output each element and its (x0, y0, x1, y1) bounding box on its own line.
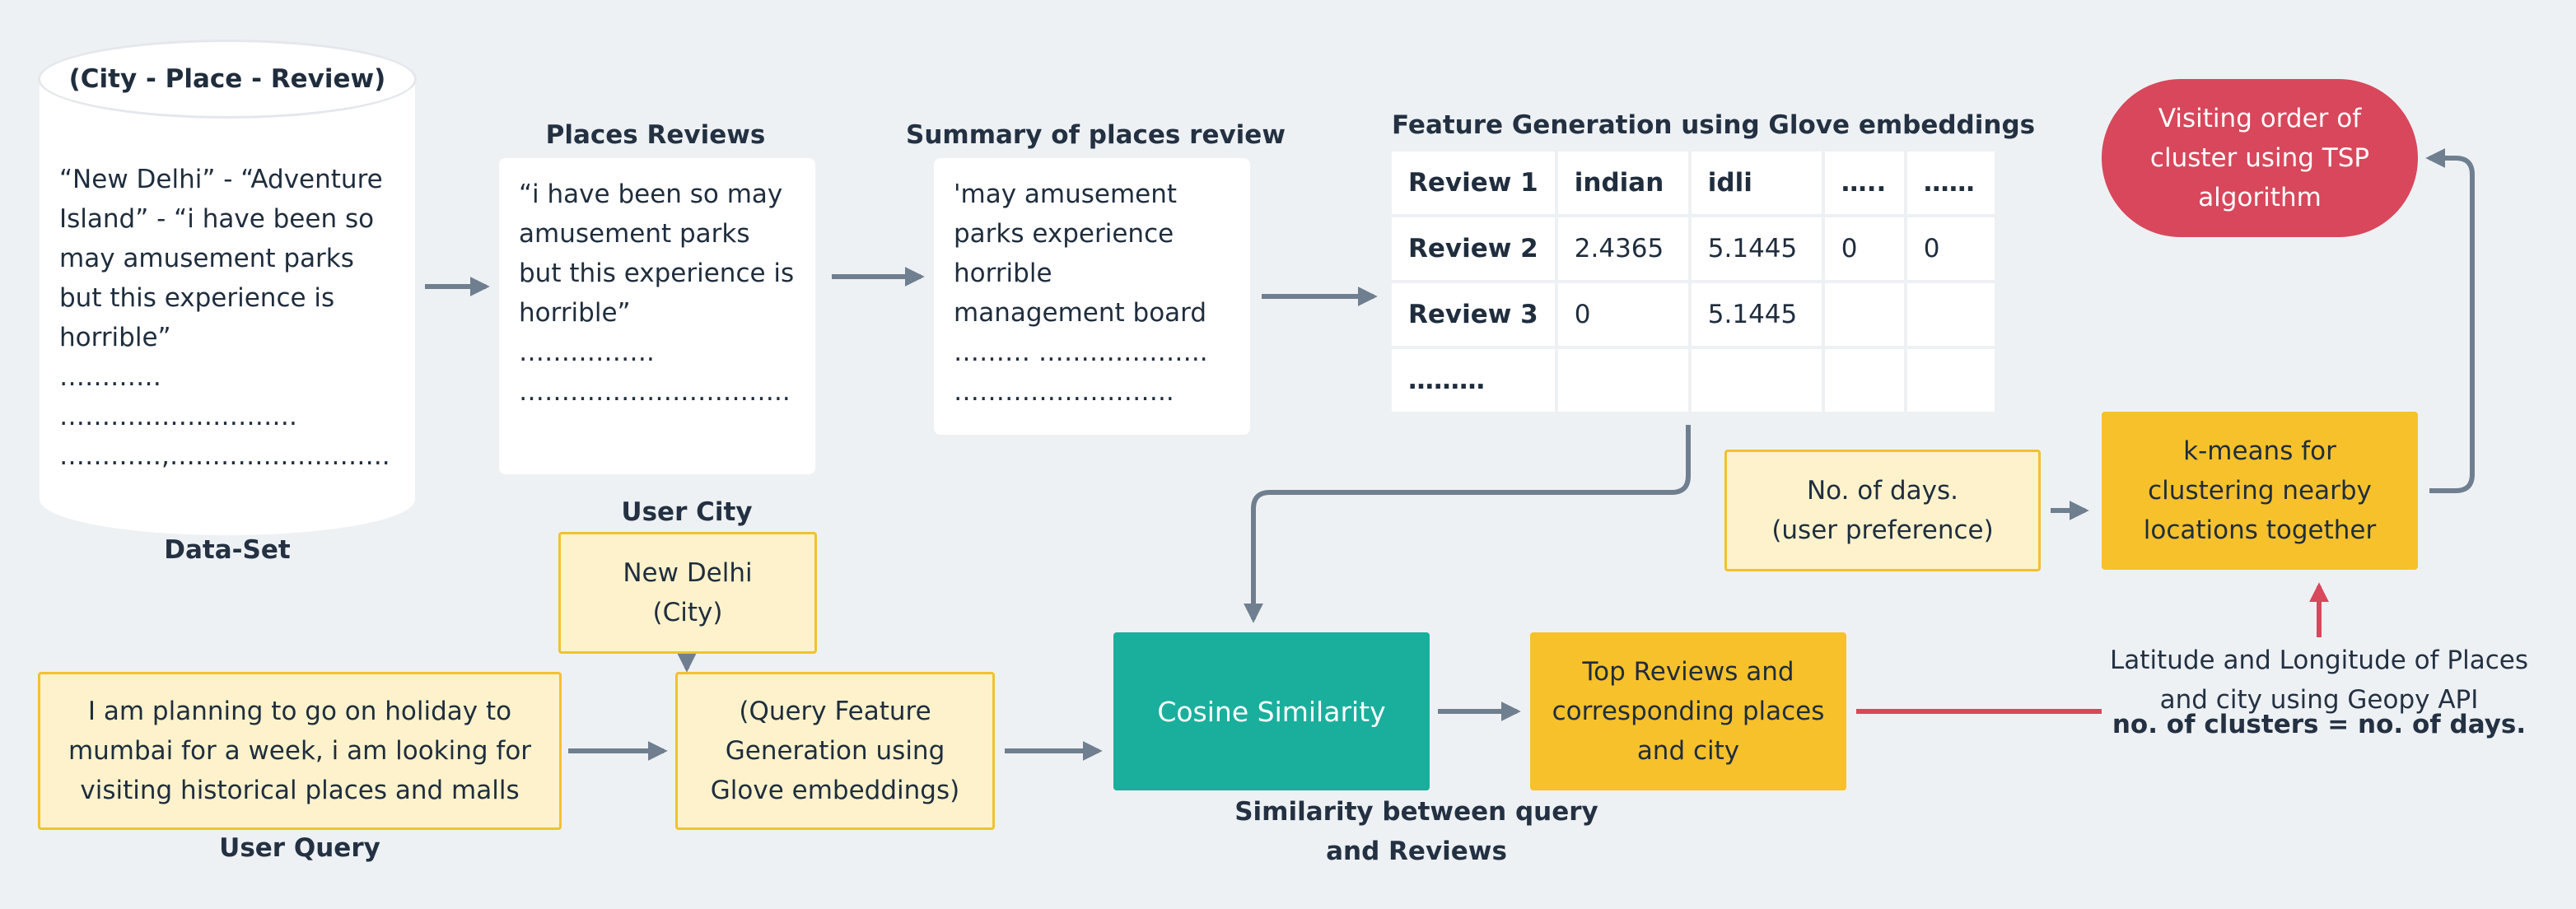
dataset-text: “New Delhi” - “Adventure Island” - “i ha… (59, 165, 390, 471)
dataset-header: (City - Place - Review) (68, 64, 386, 94)
table-cell: Review 3 (1392, 283, 1555, 346)
dataset-cylinder-top: (City - Place - Review) (38, 40, 417, 119)
features-title: Feature Generation using Glove embedding… (1392, 110, 2036, 140)
tsp-node: Visiting order of cluster using TSP algo… (2102, 79, 2418, 237)
summary-title: Summary of places review (906, 120, 1286, 150)
table-row: Review 1 indian idli ….. …… (1392, 152, 1995, 214)
table-cell (1824, 349, 1904, 412)
table-row: Review 3 0 5.1445 (1392, 283, 1995, 346)
arrow-kmeans-to-tsp (2425, 148, 2475, 493)
table-cell: indian (1557, 152, 1688, 214)
table-cell: Review 2 (1392, 217, 1555, 280)
dataset-cylinder: “New Delhi” - “Adventure Island” - “i ha… (40, 74, 415, 535)
table-cell: ….. (1824, 152, 1904, 214)
dataset-label: Data-Set (164, 535, 291, 565)
table-cell (1824, 283, 1904, 346)
feature-table: Review 1 indian idli ….. …… Review 2 2.4… (1388, 148, 1998, 415)
table-cell: 0 (1906, 217, 1995, 280)
cosine-label: Similarity between query and Reviews (1234, 797, 1598, 866)
table-cell (1557, 349, 1688, 412)
places-reviews-card: “i have been so may amusement parks but … (499, 158, 815, 474)
geo-clusters-note: no. of clusters = no. of days. (2112, 710, 2527, 739)
table-cell: ……… (1392, 349, 1555, 412)
table-cell: 0 (1824, 217, 1904, 280)
table-cell: 2.4365 (1557, 217, 1688, 280)
table-cell: Review 1 (1392, 152, 1555, 214)
geo-label: Latitude and Longitude of Places and cit… (2110, 646, 2528, 715)
top-reviews-node: Top Reviews and corresponding places and… (1530, 632, 1846, 790)
days-node: No. of days. (user preference) (1724, 450, 2041, 571)
table-cell: idli (1691, 152, 1822, 214)
user-query-node: I am planning to go on holiday to mumbai… (38, 672, 562, 830)
user-city-title: User City (621, 497, 753, 527)
table-cell: 5.1445 (1691, 217, 1822, 280)
table-cell (1691, 349, 1822, 412)
table-cell: 0 (1557, 283, 1688, 346)
cosine-node: Cosine Similarity (1113, 632, 1430, 790)
query-feature-node: (Query Feature Generation using Glove em… (675, 672, 995, 830)
arrow-features-to-cosine (1244, 425, 1691, 623)
kmeans-node: k-means for clustering nearby locations … (2102, 412, 2418, 570)
table-row: ……… (1392, 349, 1995, 412)
table-row: Review 2 2.4365 5.1445 0 0 (1392, 217, 1995, 280)
summary-card: 'may amusement parks experience horrible… (934, 158, 1250, 435)
table-cell: …… (1906, 152, 1995, 214)
places-reviews-title: Places Reviews (545, 120, 766, 150)
table-cell: 5.1445 (1691, 283, 1822, 346)
user-query-label: User Query (219, 833, 380, 863)
table-cell (1906, 283, 1995, 346)
table-cell (1906, 349, 1995, 412)
user-city-node: New Delhi (City) (558, 532, 817, 654)
